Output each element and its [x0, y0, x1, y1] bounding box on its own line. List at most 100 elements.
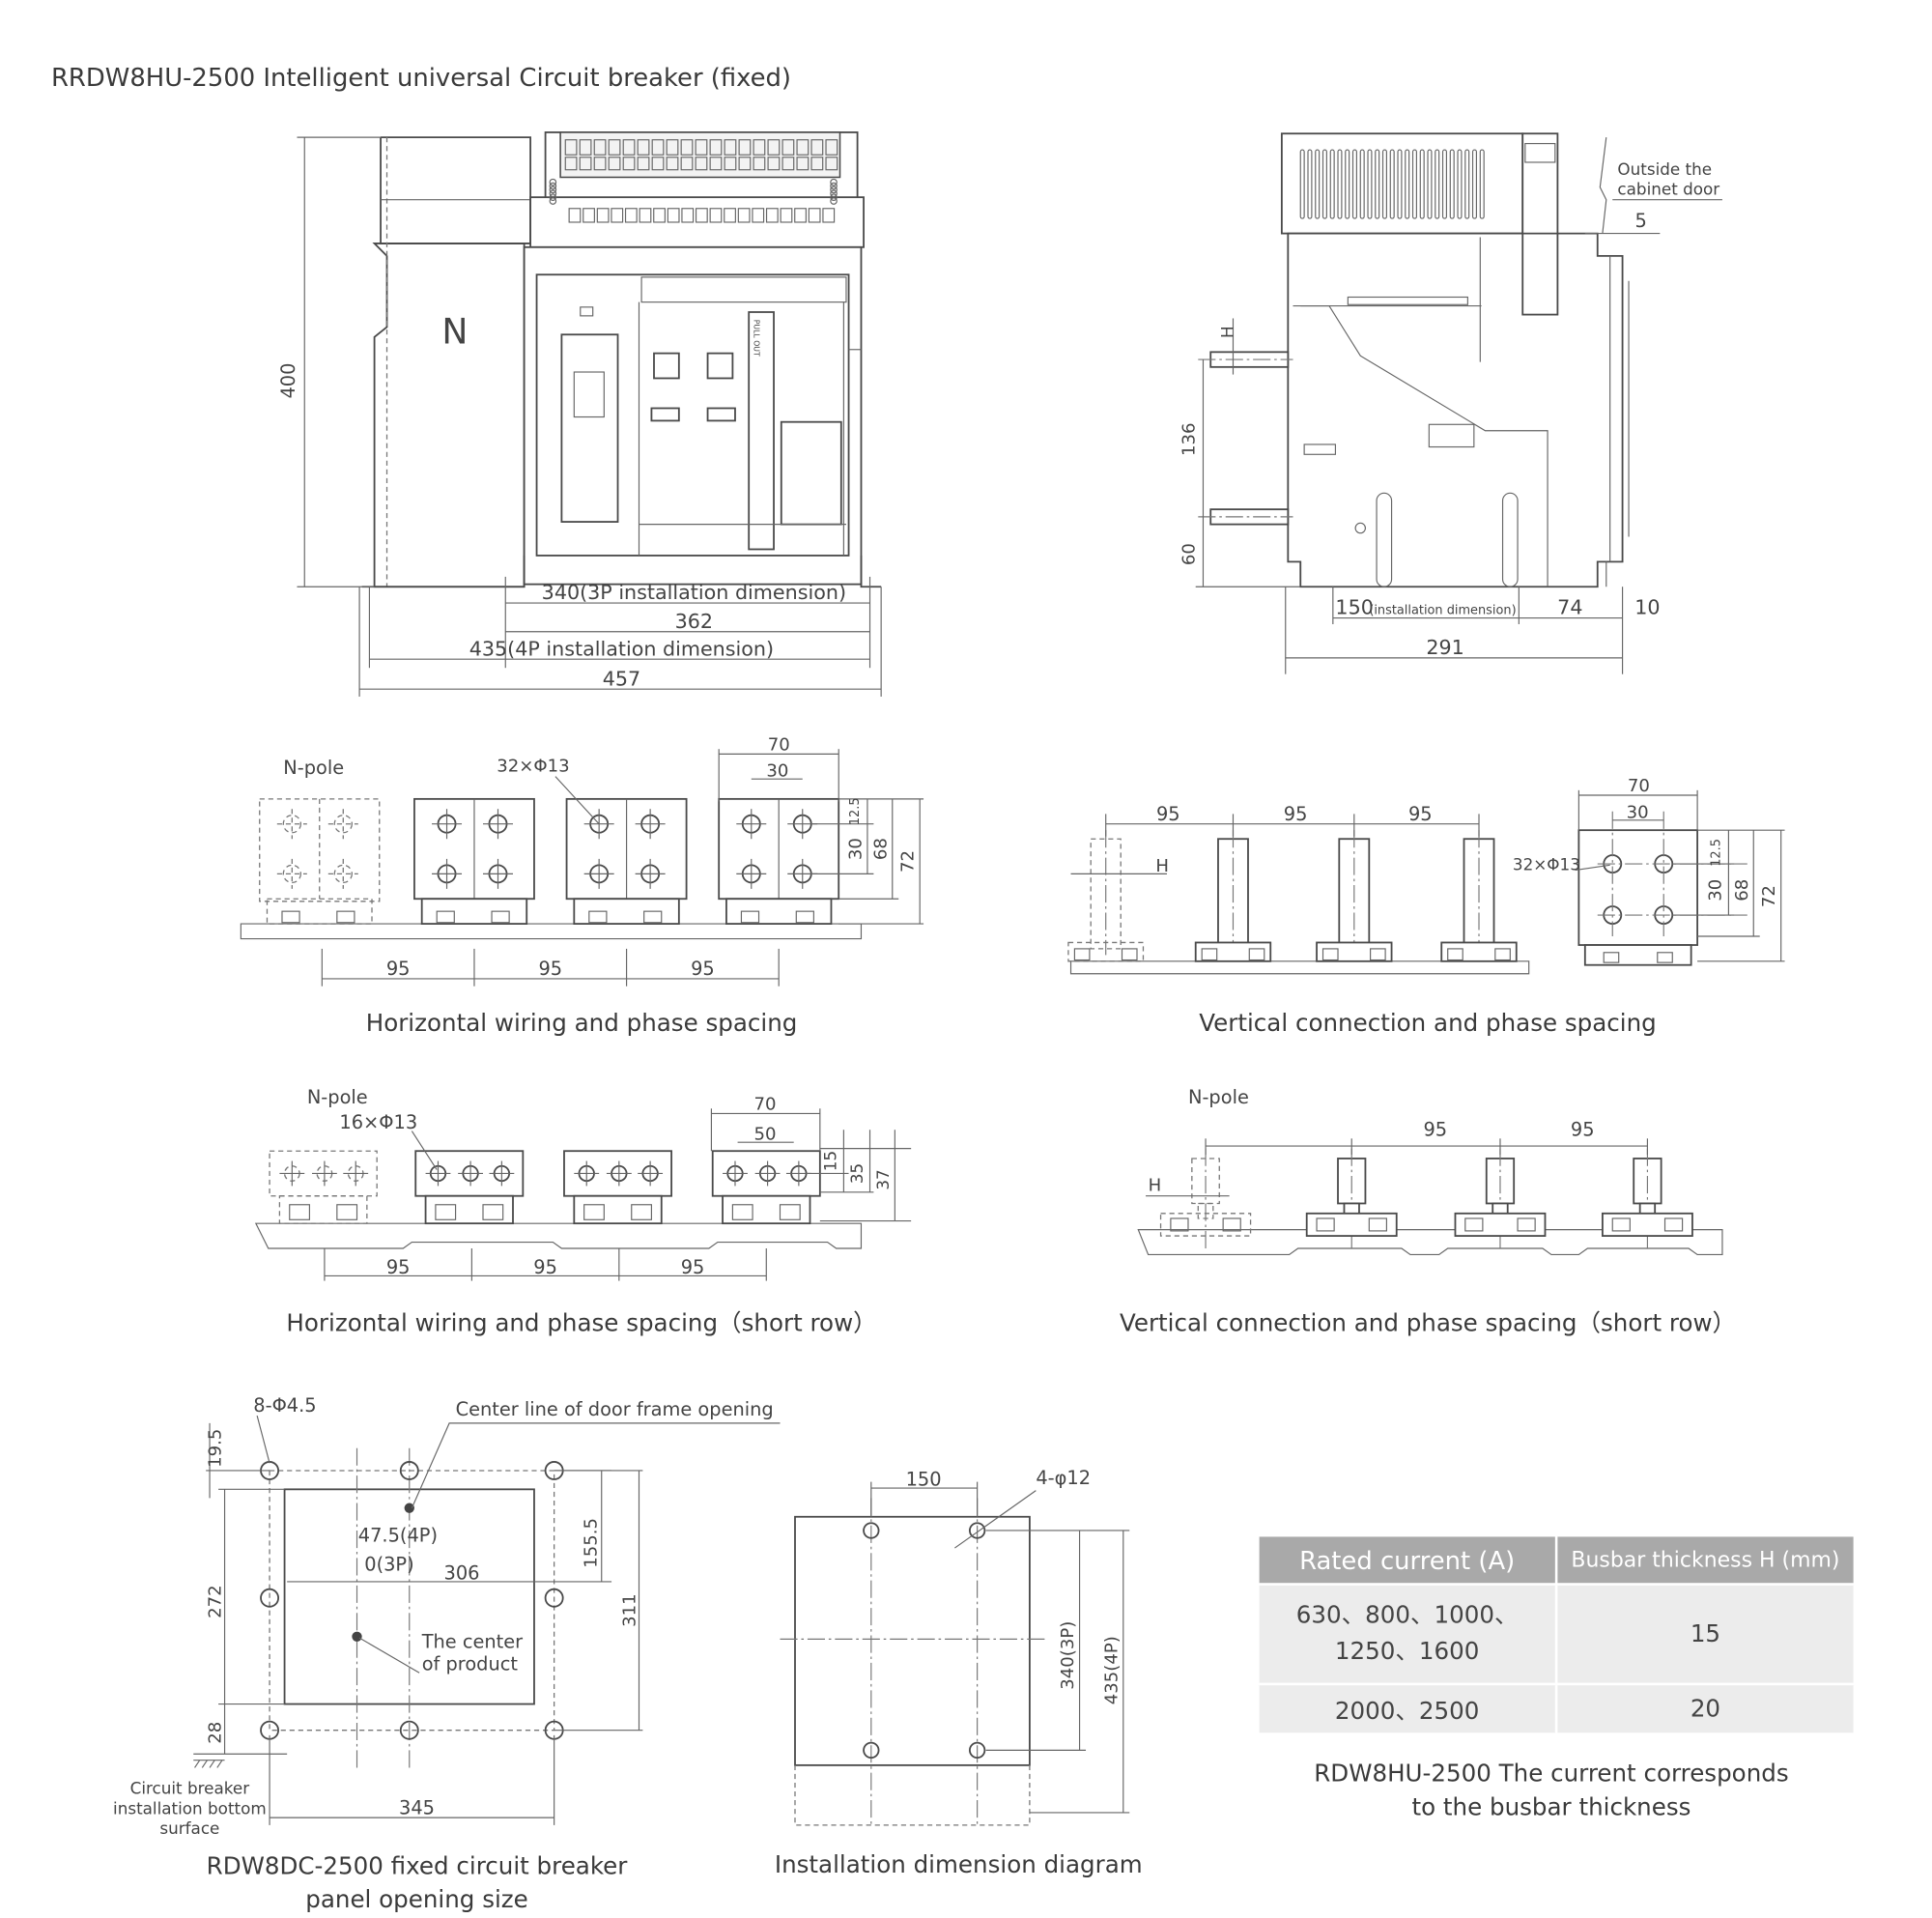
installation-view: 150 4-φ12 340(3P) 435(4P)	[780, 1467, 1130, 1826]
table-row: 630、800、1000、 1250、1600 15	[1257, 1583, 1857, 1686]
base-nut	[731, 1204, 753, 1220]
thickness-cell: 20	[1554, 1682, 1857, 1735]
table-note: RDW8HU-2500 The current corresponds to t…	[1261, 1758, 1842, 1825]
vc-spacing-3: 95	[1408, 803, 1433, 825]
terminal-screw	[593, 157, 607, 171]
cable-clip	[830, 189, 838, 198]
vent-slot	[1457, 149, 1463, 219]
vent-slot	[1345, 149, 1350, 219]
panel-d306: 306	[444, 1561, 480, 1584]
current-cell: 2000、2500	[1257, 1682, 1558, 1735]
terminal-screw	[753, 139, 766, 156]
vc-dim-h: H	[1155, 856, 1169, 876]
terminal-screw	[611, 208, 624, 223]
pull-out-label: PULL OUT	[752, 320, 760, 357]
terminal-screw	[564, 139, 578, 156]
vc-spacing-1: 95	[1156, 803, 1180, 825]
hw-d30v: 30	[845, 838, 866, 860]
terminal-screw	[810, 157, 824, 171]
install-d435: 435(4P)	[1101, 1636, 1122, 1704]
vent-slot	[1329, 149, 1335, 219]
base-nut	[1494, 948, 1511, 961]
vertical-connection-view: 95 95 95 H 70 30 32×Φ13 12.5 30	[1067, 776, 1785, 975]
base-nut	[1316, 1217, 1335, 1232]
terminal-screw	[622, 157, 636, 171]
vent-slots	[1299, 149, 1485, 219]
cable-clip	[549, 197, 557, 205]
base-nut	[281, 910, 300, 924]
base-nut	[435, 1204, 457, 1220]
terminal-screw	[666, 157, 679, 171]
base-nut	[1170, 1217, 1189, 1232]
vc-holes: 32×Φ13	[1513, 855, 1580, 874]
busbar-table-header: Rated current (A) Busbar thickness H (mm…	[1257, 1533, 1857, 1586]
hs-d15: 15	[821, 1151, 840, 1171]
vent-slot	[1337, 149, 1343, 219]
vent-slot	[1449, 149, 1455, 219]
vertical-terminal-blocks	[1067, 830, 1518, 962]
terminal-screw	[753, 157, 766, 171]
busbar-base	[1602, 1212, 1693, 1237]
terminal-screw	[695, 157, 708, 171]
terminal-screw	[681, 208, 695, 223]
caption-panel: RDW8DC-2500 fixed circuit breaker panel …	[205, 1850, 629, 1918]
base-nut	[1611, 1217, 1631, 1232]
header-busbar-thickness: Busbar thickness H (mm)	[1554, 1533, 1857, 1586]
door-label-1: Outside the	[1617, 159, 1712, 179]
terminal-screw	[780, 208, 793, 223]
cable-clip	[549, 182, 557, 190]
ground-hatch	[193, 1760, 225, 1768]
vent-slot	[1427, 149, 1433, 219]
caption-panel-line-1: RDW8DC-2500 fixed circuit breaker	[206, 1852, 628, 1880]
terminal-screw	[724, 139, 737, 156]
vent-slot	[1441, 149, 1447, 219]
block-base	[278, 1195, 368, 1224]
terminal-screw	[767, 139, 781, 156]
caption-panel-line-2: panel opening size	[305, 1886, 528, 1914]
terminal-screw	[796, 139, 810, 156]
terminal-screw	[637, 139, 650, 156]
terminal-row-top	[564, 139, 838, 171]
caption-vertical: Vertical connection and phase spacing	[1199, 1010, 1657, 1038]
caption-vertical-short: Vertical connection and phase spacing（sh…	[1119, 1309, 1737, 1337]
panel-bottom-2: installation bottom	[113, 1798, 267, 1818]
panel-d272: 272	[206, 1585, 226, 1618]
hw-spacing-1: 95	[386, 958, 411, 980]
terminal-screw	[767, 157, 781, 171]
cable-clip	[830, 193, 838, 201]
dim-362: 362	[675, 610, 713, 633]
panel-center-1: The center	[421, 1630, 523, 1652]
vent-slot	[1397, 149, 1403, 219]
dim-74: 74	[1557, 596, 1582, 619]
terminal-screw	[781, 139, 795, 156]
hw-d70: 70	[768, 734, 790, 755]
base-nut	[336, 910, 355, 924]
base-nut	[643, 910, 663, 924]
table-note-line-2: to the busbar thickness	[1411, 1793, 1691, 1822]
current-cell: 630、800、1000、 1250、1600	[1257, 1583, 1558, 1686]
thickness-cell: 15	[1554, 1583, 1857, 1686]
vent-slot	[1321, 149, 1327, 219]
terminal-screw	[796, 157, 810, 171]
dim-400: 400	[277, 363, 299, 399]
vent-slot	[1375, 149, 1380, 219]
base-nut	[1447, 948, 1463, 961]
panel-d311: 311	[620, 1593, 640, 1627]
side-view: Outside the cabinet door 5 H 136 60 150 …	[1179, 132, 1722, 674]
hw-d30: 30	[766, 761, 788, 782]
terminal-screw	[624, 208, 638, 223]
bolt-hole	[333, 864, 353, 884]
base-nut	[1663, 1217, 1684, 1232]
vent-slot	[1419, 149, 1425, 219]
terminal-screw	[765, 208, 779, 223]
vent-slot	[1405, 149, 1410, 219]
busbar-base	[1454, 1212, 1547, 1237]
dim-h-side: H	[1217, 326, 1236, 338]
dim-150-side: 150	[1335, 596, 1373, 619]
vc-spacing-2: 95	[1284, 803, 1308, 825]
terminal-screw	[579, 139, 592, 156]
terminal-screw	[695, 139, 708, 156]
terminal-screw	[651, 139, 665, 156]
terminal-screw	[651, 157, 665, 171]
terminal-screw	[564, 157, 578, 171]
